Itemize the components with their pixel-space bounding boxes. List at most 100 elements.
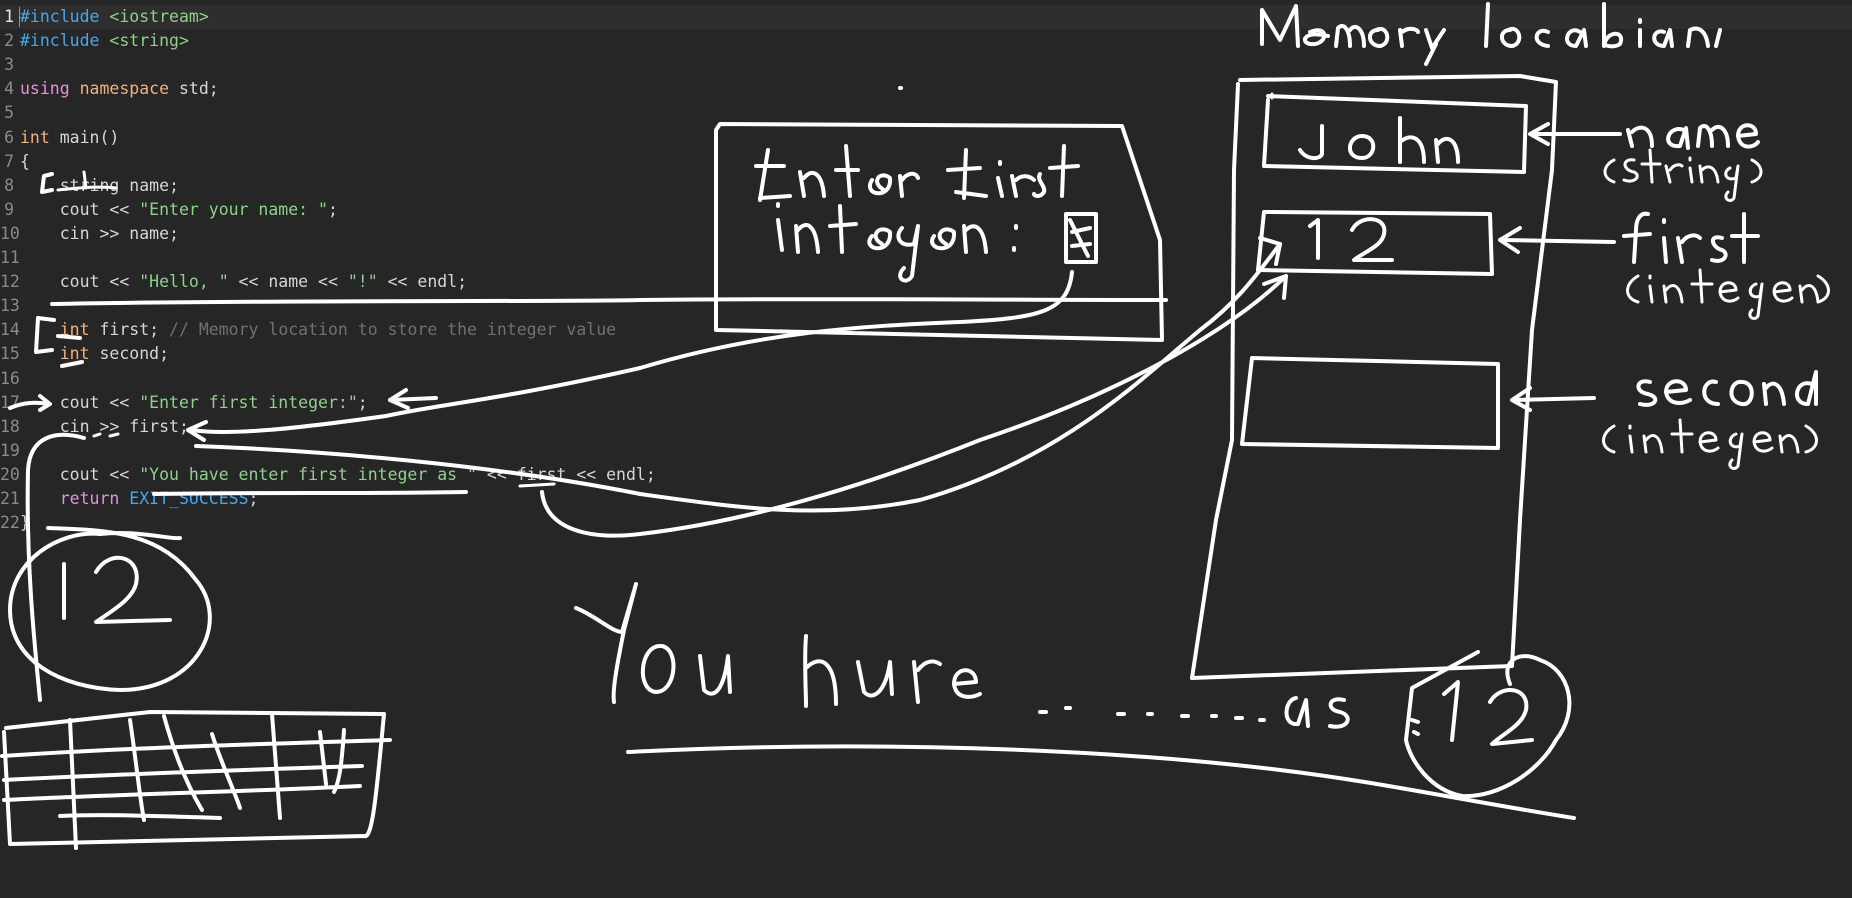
code-line[interactable]: 18 cin >> first;: [0, 415, 1852, 439]
underline-int-first: [56, 334, 82, 340]
underline-cin-operator: [92, 432, 120, 438]
line-number: 7: [4, 151, 14, 171]
code-line[interactable]: 14 int first; // Memory location to stor…: [0, 318, 1852, 342]
arrow-to-prompt-line: [388, 388, 438, 410]
code-token: cout <<: [20, 272, 140, 292]
code-token: "Enter your name: ": [139, 199, 328, 219]
code-line[interactable]: 16: [0, 367, 1852, 391]
underline-first-output: [518, 482, 556, 488]
code-line[interactable]: 7{: [0, 150, 1852, 174]
memory-column-outline: [1190, 74, 1558, 680]
console-prompt-ink: [754, 144, 1080, 283]
label-first: [1622, 211, 1760, 264]
code-token: int: [59, 320, 90, 340]
code-line[interactable]: 10 cin >> name;: [0, 222, 1852, 246]
code-line[interactable]: 6 int main(): [0, 126, 1852, 150]
code-token: std;: [169, 79, 219, 99]
code-token: <string>: [99, 31, 189, 51]
code-token: ;: [357, 392, 368, 412]
code-line[interactable]: 12 cout << "Hello, " << name << "!" << e…: [0, 270, 1852, 294]
line-number: 9: [4, 199, 14, 219]
code-token: second;: [89, 344, 170, 364]
label-name-arrow: [1528, 122, 1622, 146]
code-token: // Memory location to store the integer …: [169, 320, 617, 340]
divider-after-hello: [50, 297, 1168, 306]
code-token: cout <<: [20, 199, 140, 219]
code-line[interactable]: 9 cout << "Enter your name: ";: [0, 198, 1852, 222]
code-line[interactable]: 22}: [0, 511, 1852, 535]
code-token: main(): [49, 127, 120, 147]
code-line[interactable]: 2 #include <string>: [0, 29, 1852, 53]
memory-cell-first: [1256, 210, 1494, 276]
code-token: #include: [20, 31, 100, 51]
memory-cell-first-value: [1308, 217, 1394, 262]
code-line[interactable]: 3: [0, 53, 1852, 77]
code-line[interactable]: 5: [0, 101, 1852, 125]
code-text: cin >> name;: [20, 222, 179, 246]
code-token: using: [20, 79, 70, 99]
code-token: << name <<: [228, 272, 348, 292]
code-token: return: [59, 489, 120, 508]
code-token: cin >> name;: [20, 223, 179, 243]
code-token: {: [20, 151, 30, 171]
text-cursor: [19, 7, 20, 27]
line-number: 8: [4, 175, 14, 195]
code-text: #include <iostream>: [20, 5, 209, 29]
code-token: "!": [347, 272, 378, 292]
code-token: << endl;: [377, 272, 468, 292]
line-number: 5: [4, 103, 14, 123]
code-text: cout << "Enter first integer:";: [20, 391, 368, 415]
memory-cell-second: [1240, 356, 1500, 450]
code-line[interactable]: 4 using namespace std;: [0, 77, 1852, 101]
console-output-box: [714, 122, 1164, 342]
code-text: cout << "Hello, " << name << "!" << endl…: [20, 270, 467, 294]
code-token: first;: [89, 320, 170, 340]
code-token: cout <<: [20, 392, 140, 412]
code-token: string name;: [20, 175, 179, 195]
label-second: [1636, 370, 1818, 407]
code-token: <iostream>: [99, 7, 209, 26]
code-text: {: [20, 150, 30, 174]
code-text: }: [20, 511, 30, 535]
code-token: "Hello, ": [139, 272, 229, 292]
label-name: [1626, 123, 1760, 150]
bracket-string-decl: [40, 172, 54, 194]
code-token: ;: [327, 199, 338, 219]
code-text: cout << "Enter your name: ";: [20, 198, 338, 222]
code-text: cin >> first;: [20, 415, 189, 439]
arrow-first-output-to-memory: [540, 274, 1288, 538]
console-cursor-block: [1064, 212, 1098, 264]
line-number: 4: [4, 79, 14, 99]
line-number: 1: [4, 7, 14, 26]
memory-cell-name: [1262, 94, 1528, 174]
code-line[interactable]: 13: [0, 294, 1852, 318]
label-second-arrow: [1510, 386, 1596, 412]
label-first-type: [1626, 268, 1830, 320]
code-line[interactable]: 15 int second;: [0, 342, 1852, 366]
code-token: int: [59, 344, 90, 364]
code-token: #include: [20, 7, 100, 26]
code-line[interactable]: 19: [0, 439, 1852, 463]
code-line[interactable]: 1 #include <iostream>: [0, 5, 1852, 29]
line-number: 6: [4, 127, 14, 147]
line-number: 2: [4, 31, 14, 51]
label-name-type: [1603, 148, 1763, 202]
code-token: namespace: [79, 79, 170, 99]
tick-string-keyword: [82, 170, 88, 190]
code-line[interactable]: 8 string name;: [0, 174, 1852, 198]
underline-string-keyword: [56, 185, 118, 192]
memory-location-title: [1260, 2, 1722, 66]
circled-input-value: [62, 555, 172, 624]
code-text: int second;: [20, 342, 169, 366]
label-first-arrow: [1498, 226, 1616, 254]
code-text: using namespace std;: [20, 77, 219, 101]
underline-cout-output: [152, 490, 468, 496]
code-token: ;: [248, 489, 259, 508]
code-token: int: [20, 127, 50, 147]
arrow-cin-to-memory-first: [194, 236, 1282, 513]
arrow-console-to-cin: [186, 270, 1074, 442]
code-text: int main(): [20, 126, 119, 150]
code-token: }: [20, 513, 30, 533]
code-line[interactable]: 11: [0, 246, 1852, 270]
